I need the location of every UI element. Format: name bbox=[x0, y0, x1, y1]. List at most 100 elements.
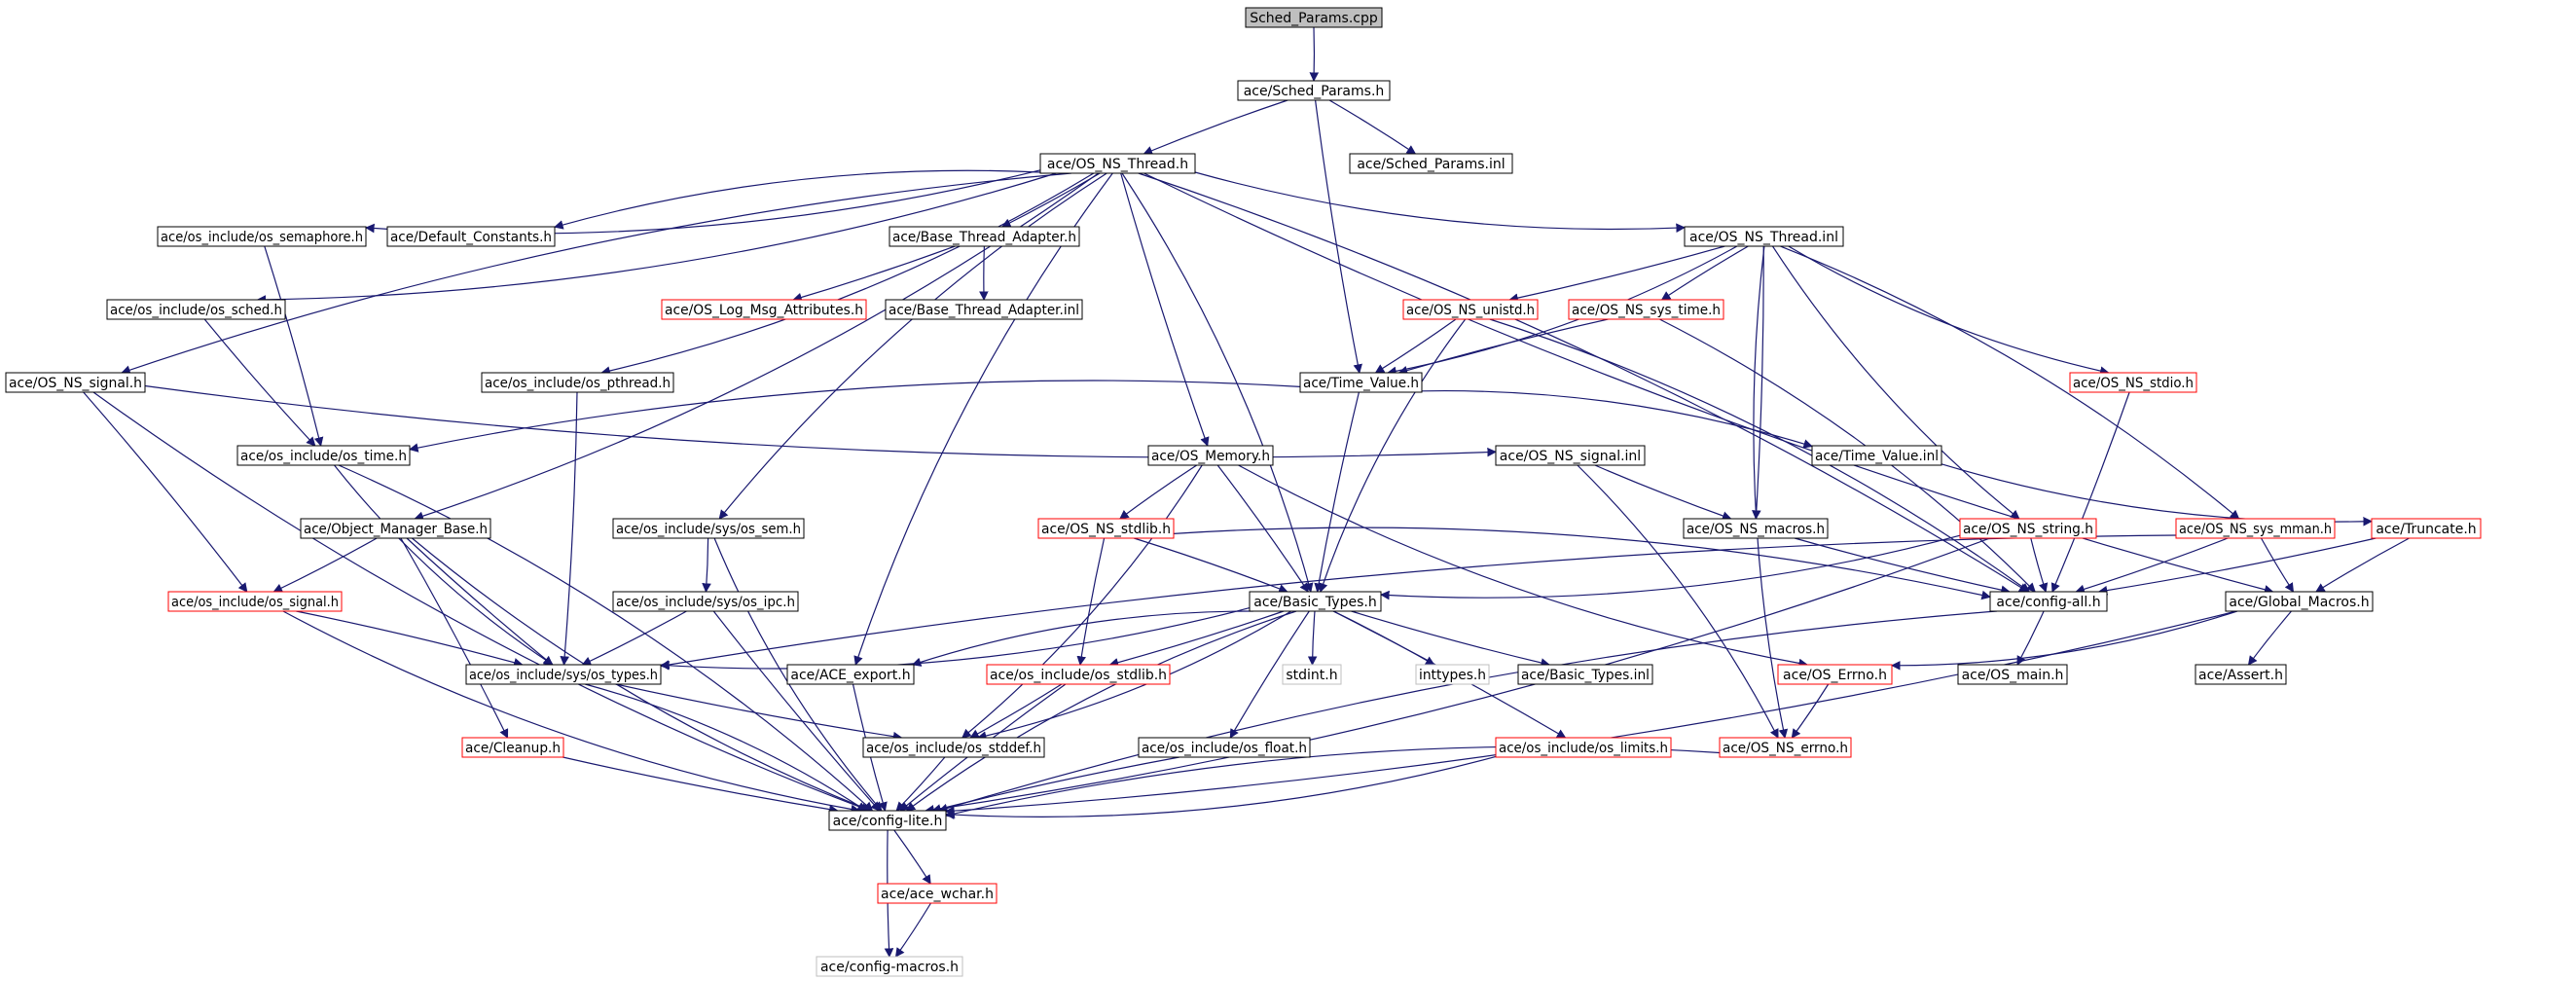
node-config_lite_h[interactable]: ace/config-lite.h bbox=[828, 810, 947, 831]
node-default_constants_h[interactable]: ace/Default_Constants.h bbox=[386, 226, 556, 247]
node-box-os_ns_thread_inl[interactable] bbox=[1684, 226, 1844, 247]
node-basic_types_inl[interactable]: ace/Basic_Types.inl bbox=[1517, 664, 1653, 685]
node-os_ns_sys_mman_h[interactable]: ace/OS_NS_sys_mman.h bbox=[2175, 518, 2336, 539]
node-box-os_ns_unistd_h[interactable] bbox=[1402, 299, 1539, 320]
node-box-os_ns_errno_h[interactable] bbox=[1719, 737, 1852, 758]
node-box-os_ns_thread_h[interactable] bbox=[1039, 153, 1196, 174]
node-sched_params_inl[interactable]: ace/Sched_Params.inl bbox=[1349, 153, 1513, 174]
node-box-os_ns_signal_h[interactable] bbox=[5, 372, 146, 393]
node-box-assert_h[interactable] bbox=[2195, 664, 2287, 685]
node-box-os_types_h[interactable] bbox=[465, 664, 662, 685]
node-config_macros_h[interactable]: ace/config-macros.h bbox=[816, 956, 963, 977]
node-object_manager_base_h[interactable]: ace/Object_Manager_Base.h bbox=[300, 518, 491, 539]
node-sched_params_cpp[interactable]: Sched_Params.cpp bbox=[1245, 7, 1383, 28]
node-box-os_ns_signal_inl[interactable] bbox=[1495, 445, 1646, 466]
node-os_ns_errno_h[interactable]: ace/OS_NS_errno.h bbox=[1719, 737, 1852, 758]
node-box-os_ns_sys_time_h[interactable] bbox=[1568, 299, 1724, 320]
node-box-base_thread_adapter_inl[interactable] bbox=[885, 299, 1083, 320]
node-os_ns_signal_inl[interactable]: ace/OS_NS_signal.inl bbox=[1495, 445, 1646, 466]
node-os_limits_h[interactable]: ace/os_include/os_limits.h bbox=[1495, 737, 1672, 758]
node-os_stdlib_h[interactable]: ace/os_include/os_stdlib.h bbox=[986, 664, 1171, 685]
node-os_ns_unistd_h[interactable]: ace/OS_NS_unistd.h bbox=[1402, 299, 1539, 320]
node-ace_export_h[interactable]: ace/ACE_export.h bbox=[786, 664, 915, 685]
node-base_thread_adapter_inl[interactable]: ace/Base_Thread_Adapter.inl bbox=[885, 299, 1083, 320]
node-box-os_errno_h[interactable] bbox=[1777, 664, 1893, 685]
node-os_ns_string_h[interactable]: ace/OS_NS_string.h bbox=[1959, 518, 2097, 539]
node-box-os_time_h[interactable] bbox=[236, 445, 411, 466]
node-box-os_semaphore_h[interactable] bbox=[157, 226, 367, 247]
node-box-ace_export_h[interactable] bbox=[786, 664, 915, 685]
node-box-os_float_h[interactable] bbox=[1138, 737, 1311, 758]
node-os_pthread_h[interactable]: ace/os_include/os_pthread.h bbox=[481, 372, 674, 393]
node-box-os_ipc_h[interactable] bbox=[612, 591, 799, 612]
node-os_ipc_h[interactable]: ace/os_include/sys/os_ipc.h bbox=[612, 591, 799, 612]
node-os_ns_signal_h[interactable]: ace/OS_NS_signal.h bbox=[5, 372, 146, 393]
node-global_macros_h[interactable]: ace/Global_Macros.h bbox=[2225, 591, 2374, 612]
node-box-os_log_msg_attributes_h[interactable] bbox=[661, 299, 867, 320]
node-box-sched_params_h[interactable] bbox=[1237, 80, 1391, 101]
node-box-default_constants_h[interactable] bbox=[386, 226, 556, 247]
node-box-ace_wchar_h[interactable] bbox=[877, 883, 998, 904]
node-truncate_h[interactable]: ace/Truncate.h bbox=[2371, 518, 2482, 539]
node-os_ns_stdlib_h[interactable]: ace/OS_NS_stdlib.h bbox=[1037, 518, 1175, 539]
node-box-cleanup_h[interactable] bbox=[461, 737, 564, 758]
node-box-os_main_h[interactable] bbox=[1957, 664, 2068, 685]
node-box-config_macros_h[interactable] bbox=[816, 956, 963, 977]
node-time_value_inl[interactable]: ace/Time_Value.inl bbox=[1811, 445, 1942, 466]
node-cleanup_h[interactable]: ace/Cleanup.h bbox=[461, 737, 564, 758]
node-box-basic_types_h[interactable] bbox=[1249, 591, 1382, 612]
node-os_time_h[interactable]: ace/os_include/os_time.h bbox=[236, 445, 411, 466]
node-os_stddef_h[interactable]: ace/os_include/os_stddef.h bbox=[862, 737, 1045, 758]
node-box-basic_types_inl[interactable] bbox=[1517, 664, 1653, 685]
node-basic_types_h[interactable]: ace/Basic_Types.h bbox=[1249, 591, 1382, 612]
node-box-os_ns_string_h[interactable] bbox=[1959, 518, 2097, 539]
node-base_thread_adapter_h[interactable]: ace/Base_Thread_Adapter.h bbox=[889, 226, 1080, 247]
node-box-os_stddef_h[interactable] bbox=[862, 737, 1045, 758]
node-box-base_thread_adapter_h[interactable] bbox=[889, 226, 1080, 247]
node-box-config_all_h[interactable] bbox=[1989, 591, 2108, 612]
node-box-os_memory_h[interactable] bbox=[1147, 445, 1274, 466]
node-box-os_ns_stdlib_h[interactable] bbox=[1037, 518, 1175, 539]
node-box-time_value_h[interactable] bbox=[1299, 372, 1423, 393]
node-box-os_ns_stdio_h[interactable] bbox=[2069, 372, 2197, 393]
node-box-os_sem_h[interactable] bbox=[612, 518, 805, 539]
node-config_all_h[interactable]: ace/config-all.h bbox=[1989, 591, 2108, 612]
node-os_types_h[interactable]: ace/os_include/sys/os_types.h bbox=[465, 664, 662, 685]
node-box-os_stdlib_h[interactable] bbox=[986, 664, 1171, 685]
node-stdint_h[interactable]: stdint.h bbox=[1282, 664, 1342, 685]
node-box-inttypes_h[interactable] bbox=[1415, 664, 1490, 685]
node-os_semaphore_h[interactable]: ace/os_include/os_semaphore.h bbox=[157, 226, 367, 247]
node-box-truncate_h[interactable] bbox=[2371, 518, 2482, 539]
node-box-os_ns_sys_mman_h[interactable] bbox=[2175, 518, 2336, 539]
node-os_float_h[interactable]: ace/os_include/os_float.h bbox=[1138, 737, 1311, 758]
node-ace_wchar_h[interactable]: ace/ace_wchar.h bbox=[877, 883, 998, 904]
node-os_ns_macros_h[interactable]: ace/OS_NS_macros.h bbox=[1683, 518, 1829, 539]
node-box-os_limits_h[interactable] bbox=[1495, 737, 1672, 758]
node-box-os_pthread_h[interactable] bbox=[481, 372, 674, 393]
node-time_value_h[interactable]: ace/Time_Value.h bbox=[1299, 372, 1423, 393]
node-os_ns_thread_inl[interactable]: ace/OS_NS_Thread.inl bbox=[1684, 226, 1844, 247]
node-box-config_lite_h[interactable] bbox=[828, 810, 947, 831]
node-os_memory_h[interactable]: ace/OS_Memory.h bbox=[1147, 445, 1274, 466]
node-os_errno_h[interactable]: ace/OS_Errno.h bbox=[1777, 664, 1893, 685]
node-box-sched_params_cpp[interactable] bbox=[1245, 7, 1383, 28]
node-os_sched_h[interactable]: ace/os_include/os_sched.h bbox=[106, 299, 286, 320]
node-os_sem_h[interactable]: ace/os_include/sys/os_sem.h bbox=[612, 518, 805, 539]
node-inttypes_h[interactable]: inttypes.h bbox=[1415, 664, 1490, 685]
node-box-time_value_inl[interactable] bbox=[1811, 445, 1942, 466]
node-os_signal_h[interactable]: ace/os_include/os_signal.h bbox=[167, 591, 343, 612]
node-box-sched_params_inl[interactable] bbox=[1349, 153, 1513, 174]
node-box-os_ns_macros_h[interactable] bbox=[1683, 518, 1829, 539]
node-box-os_signal_h[interactable] bbox=[167, 591, 343, 612]
node-os_ns_sys_time_h[interactable]: ace/OS_NS_sys_time.h bbox=[1568, 299, 1724, 320]
node-os_ns_stdio_h[interactable]: ace/OS_NS_stdio.h bbox=[2069, 372, 2197, 393]
node-os_ns_thread_h[interactable]: ace/OS_NS_Thread.h bbox=[1039, 153, 1196, 174]
node-box-stdint_h[interactable] bbox=[1282, 664, 1342, 685]
node-box-global_macros_h[interactable] bbox=[2225, 591, 2374, 612]
node-box-object_manager_base_h[interactable] bbox=[300, 518, 491, 539]
node-box-os_sched_h[interactable] bbox=[106, 299, 286, 320]
node-assert_h[interactable]: ace/Assert.h bbox=[2195, 664, 2287, 685]
node-os_log_msg_attributes_h[interactable]: ace/OS_Log_Msg_Attributes.h bbox=[661, 299, 867, 320]
node-os_main_h[interactable]: ace/OS_main.h bbox=[1957, 664, 2068, 685]
node-sched_params_h[interactable]: ace/Sched_Params.h bbox=[1237, 80, 1391, 101]
